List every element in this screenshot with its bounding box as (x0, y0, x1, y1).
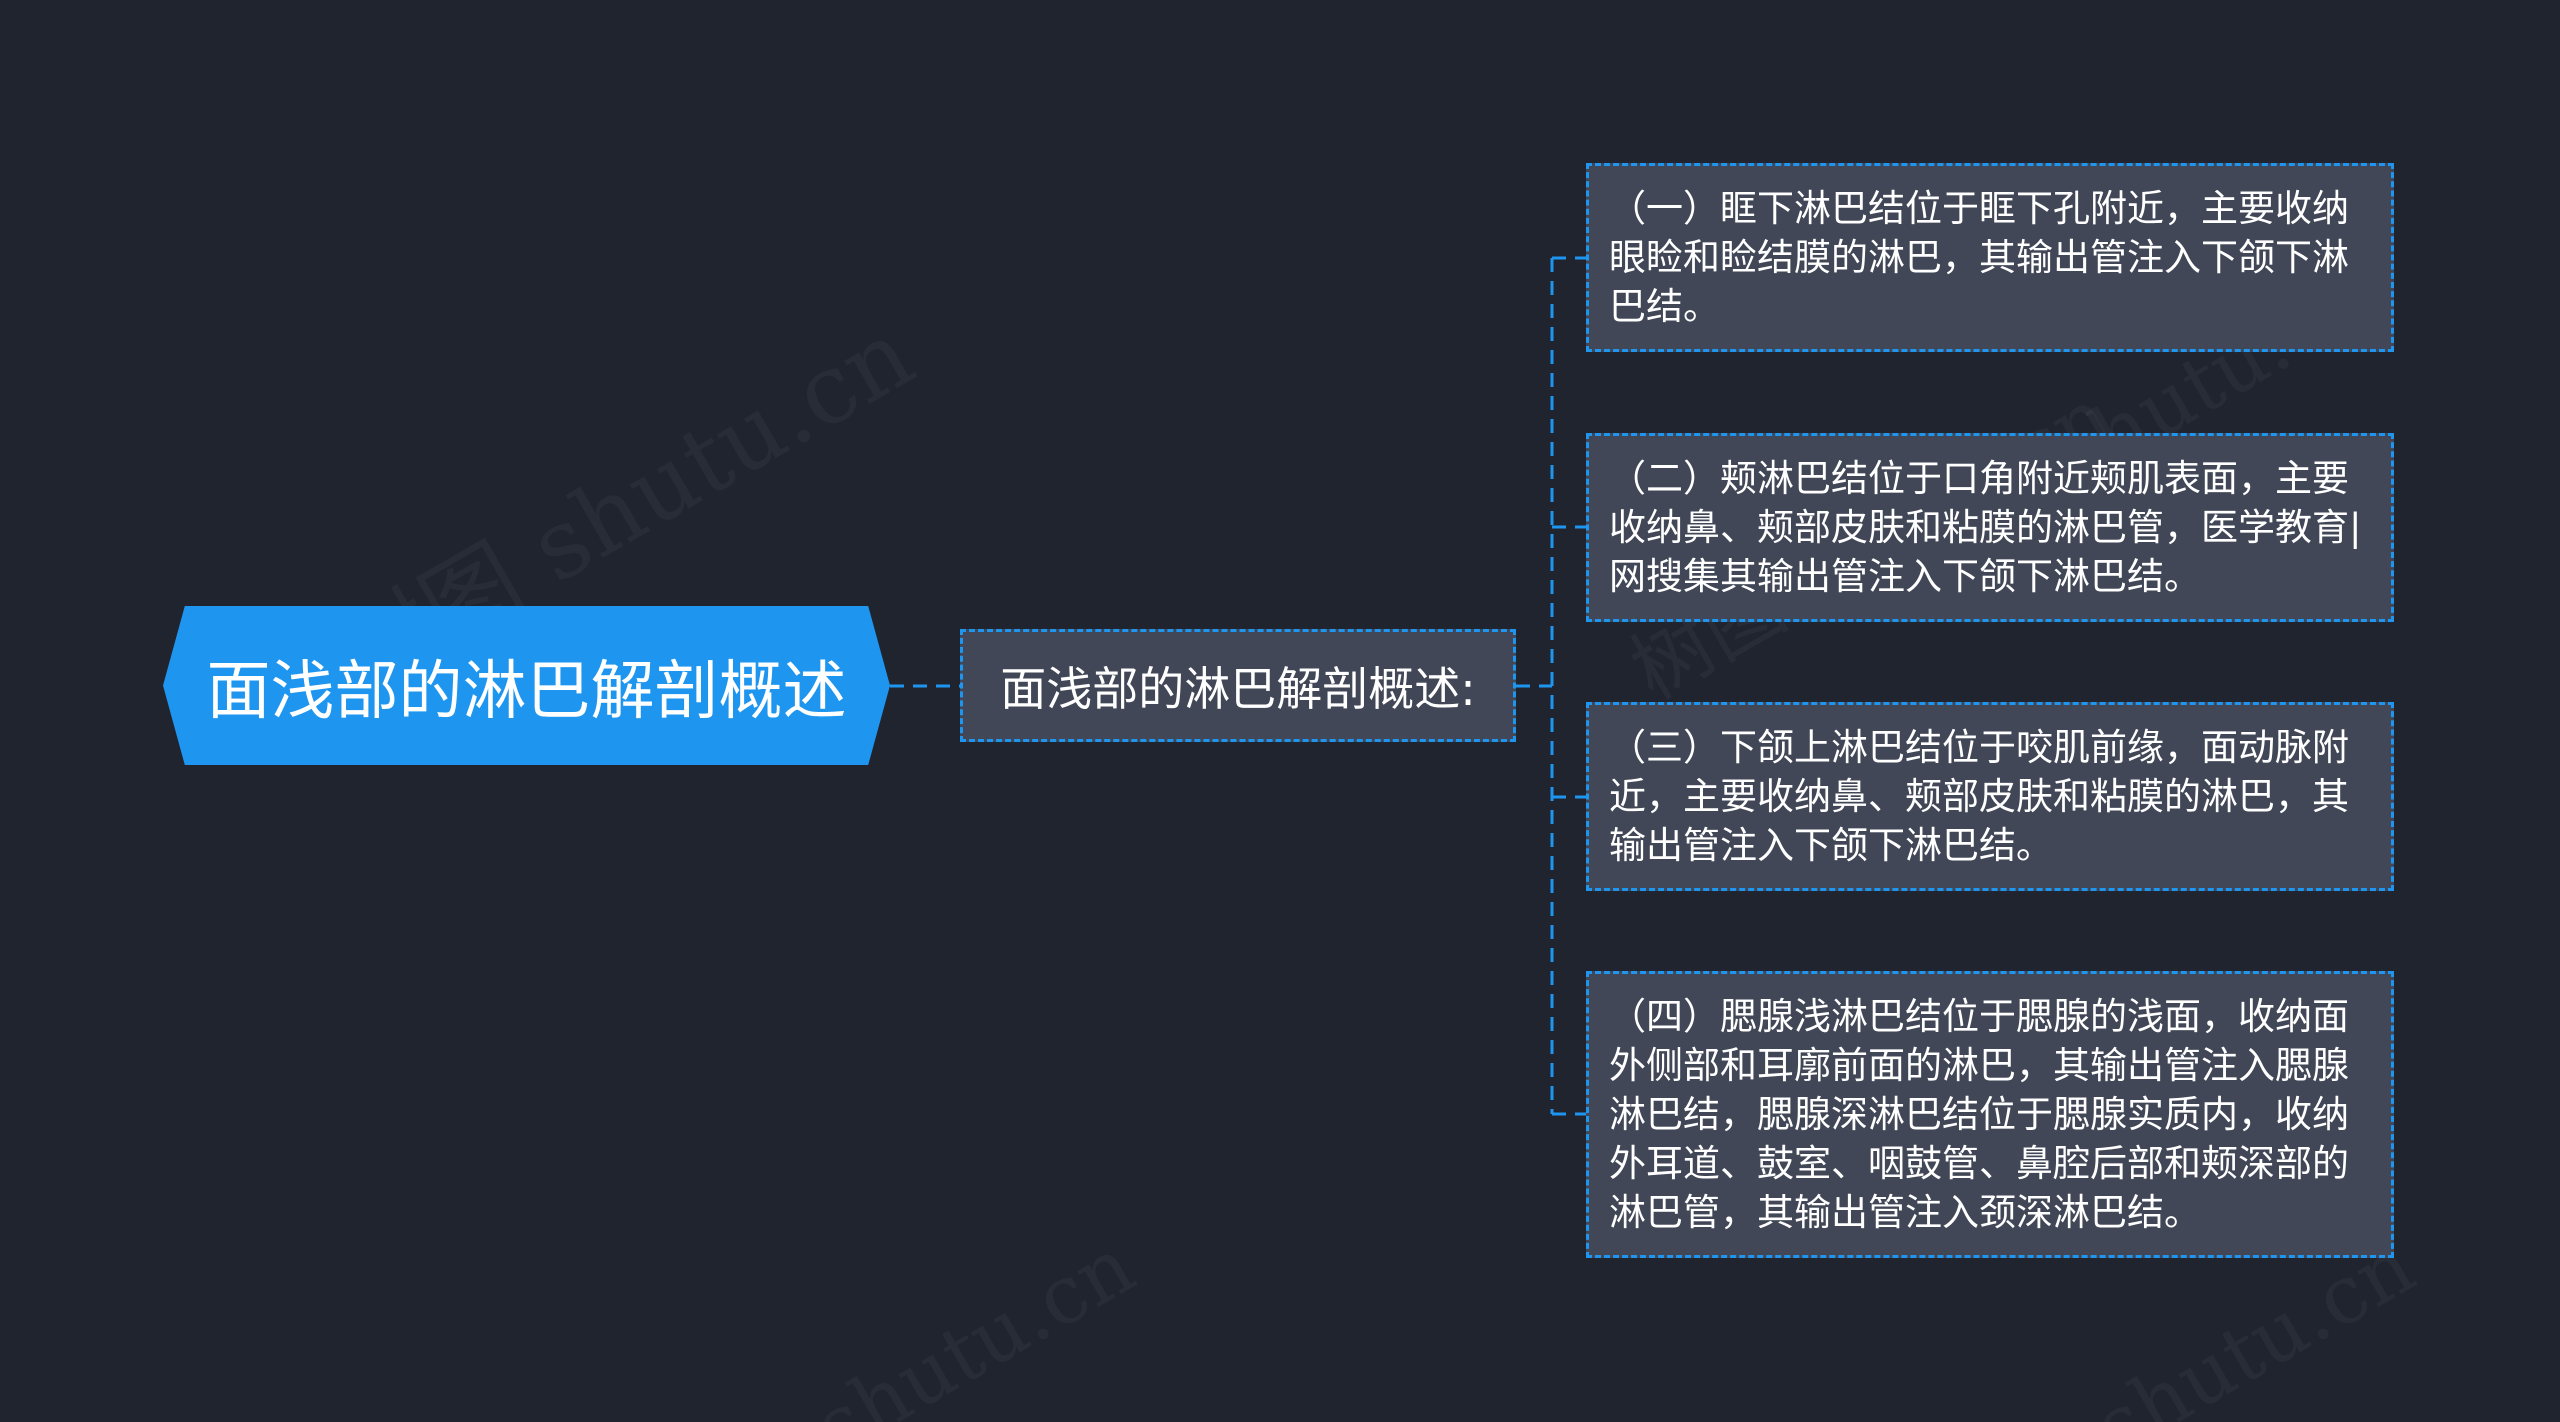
leaf-node-3[interactable]: （三）下颌上淋巴结位于咬肌前缘，面动脉附近，主要收纳鼻、颊部皮肤和粘膜的淋巴，其… (1586, 702, 2394, 891)
root-topic-label: 面浅部的淋巴解剖概述 (206, 654, 847, 729)
branch-topic-label: 面浅部的淋巴解剖概述: (1000, 661, 1476, 716)
leaf-node-text: （一）眶下淋巴结位于眶下孔附近，主要收纳眼睑和睑结膜的淋巴，其输出管注入下颌下淋… (1609, 187, 2349, 328)
leaf-node-text: （三）下颌上淋巴结位于咬肌前缘，面动脉附近，主要收纳鼻、颊部皮肤和粘膜的淋巴，其… (1609, 726, 2349, 867)
leaf-node-1[interactable]: （一）眶下淋巴结位于眶下孔附近，主要收纳眼睑和睑结膜的淋巴，其输出管注入下颌下淋… (1586, 163, 2394, 352)
root-topic-node[interactable]: 面浅部的淋巴解剖概述 (163, 606, 890, 765)
branch-topic-node[interactable]: 面浅部的淋巴解剖概述: (960, 629, 1516, 742)
leaf-node-4[interactable]: （四）腮腺浅淋巴结位于腮腺的浅面，收纳面外侧部和耳廓前面的淋巴，其输出管注入腮腺… (1586, 971, 2394, 1258)
leaf-node-text: （二）颊淋巴结位于口角附近颊肌表面，主要收纳鼻、颊部皮肤和粘膜的淋巴管，医学教育… (1609, 457, 2362, 598)
leaf-node-2[interactable]: （二）颊淋巴结位于口角附近颊肌表面，主要收纳鼻、颊部皮肤和粘膜的淋巴管，医学教育… (1586, 433, 2394, 622)
leaf-node-text: （四）腮腺浅淋巴结位于腮腺的浅面，收纳面外侧部和耳廓前面的淋巴，其输出管注入腮腺… (1609, 995, 2349, 1234)
